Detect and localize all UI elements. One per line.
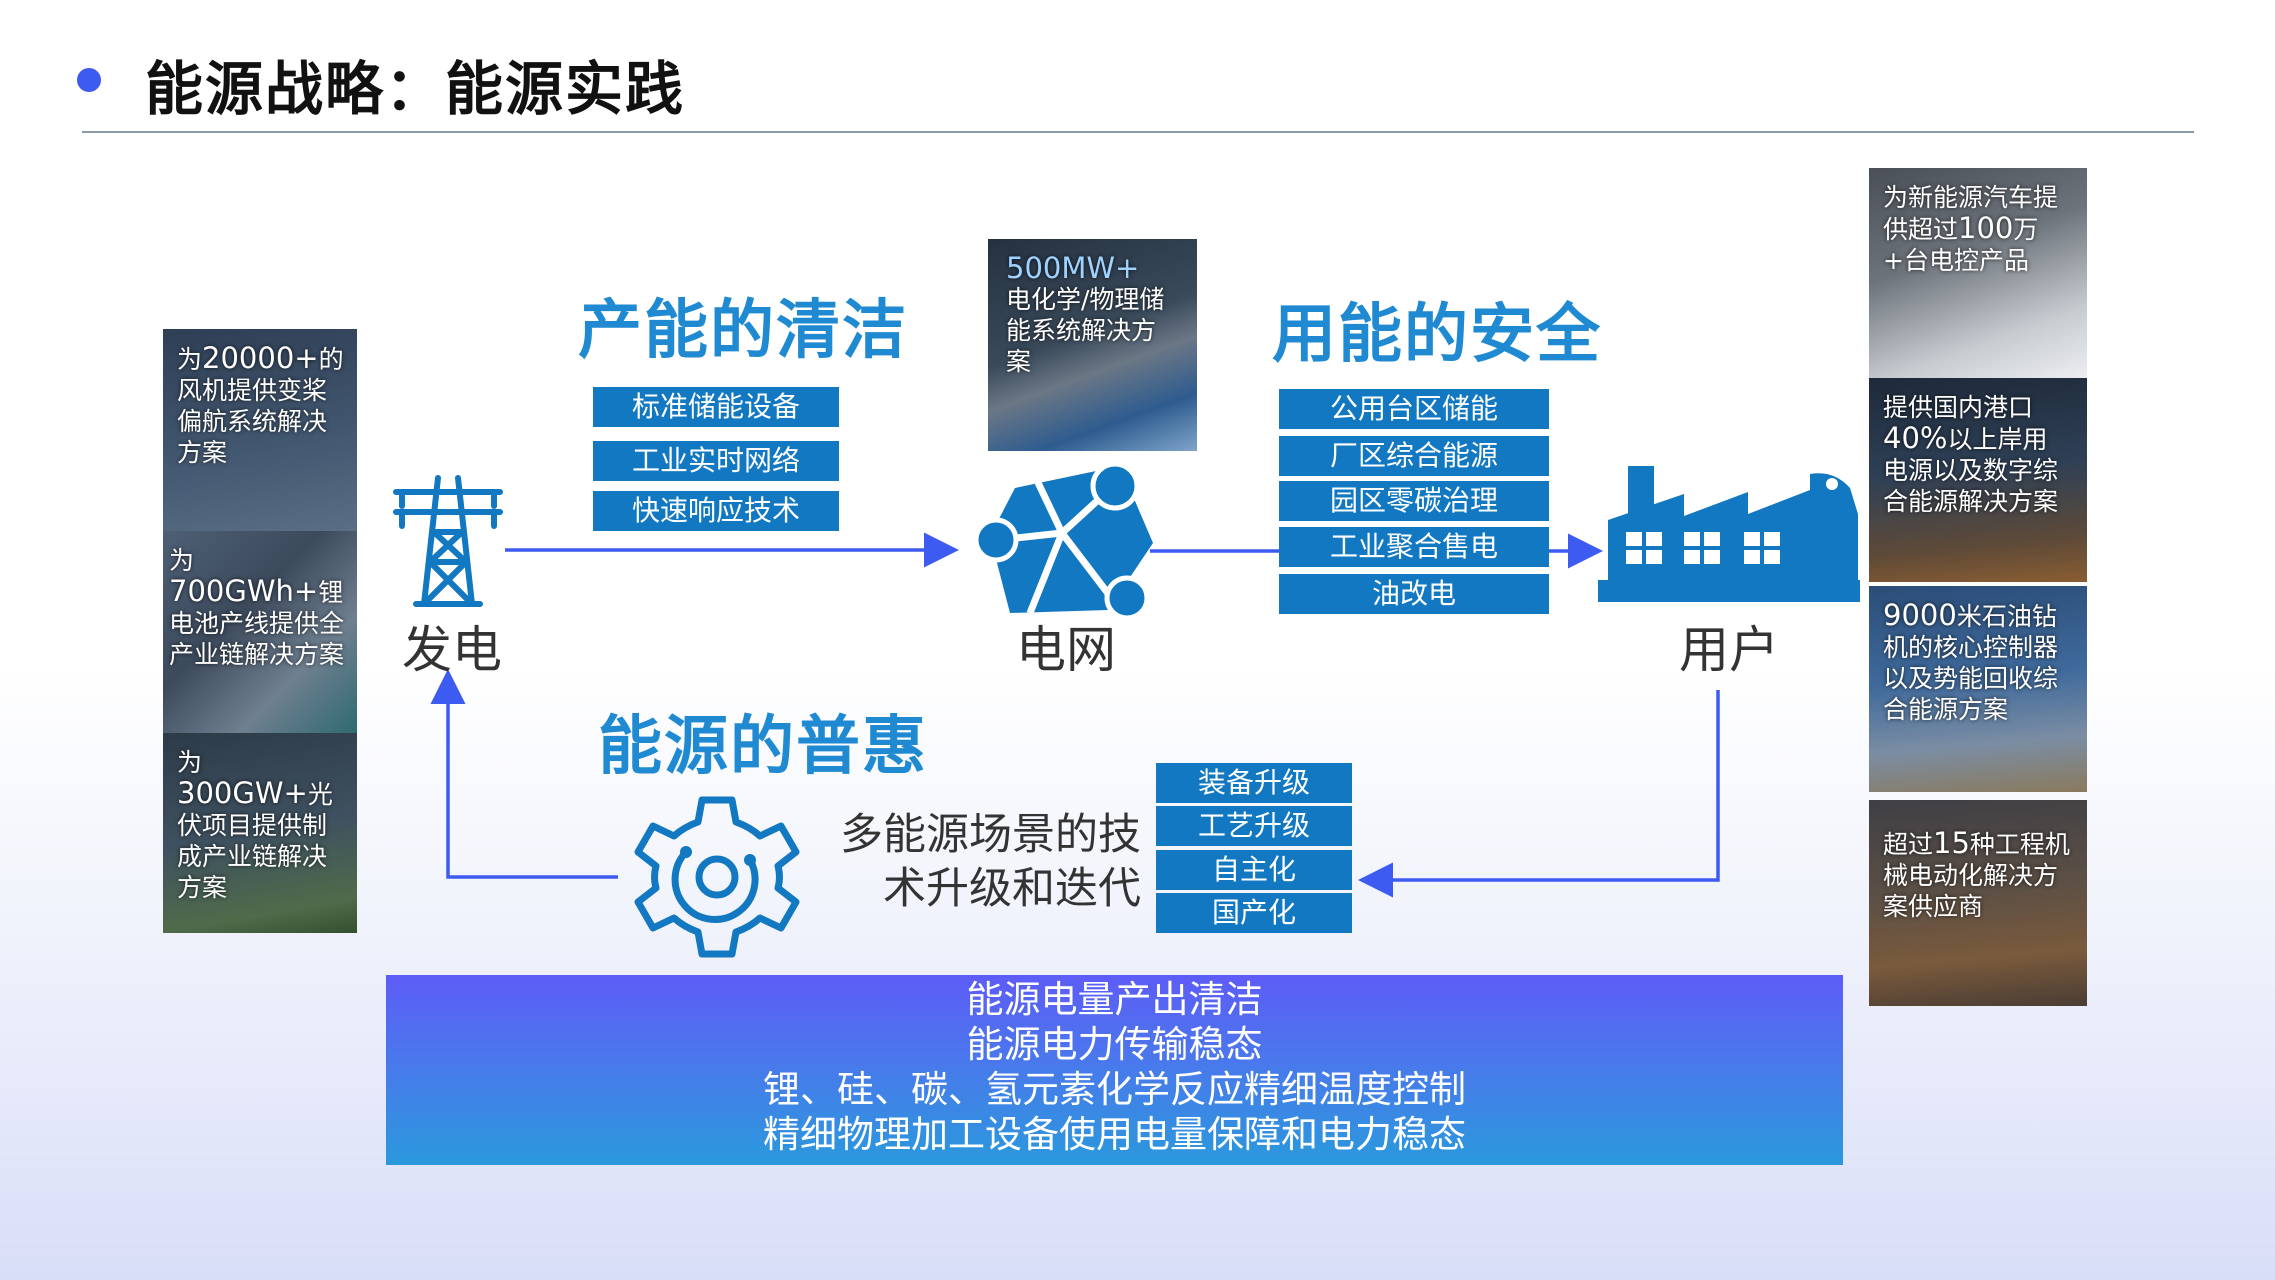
case-number: 20000+: [202, 341, 319, 375]
power-pylon-icon: [393, 475, 503, 607]
section-title-clean: 产能的清洁: [578, 294, 908, 368]
summary-line: 锂、硅、碳、氢元素化学反应精细温度控制: [763, 1068, 1466, 1111]
section-title-safe: 用能的安全: [1272, 298, 1602, 372]
power-grid-icon: [973, 461, 1153, 621]
tag-safe: 工业聚合售电: [1279, 527, 1549, 567]
case-wind-turbine: 为20000+的风机提供变桨偏航系统解决方案: [163, 329, 357, 531]
tag-clean: 标准储能设备: [593, 387, 839, 427]
case-prefix: 为: [177, 748, 203, 777]
upgrade-description-line: 术升级和迭代: [883, 864, 1141, 914]
case-text: 万+台电控产品: [1883, 215, 2039, 275]
section-title-inclusive: 能源的普惠: [598, 710, 928, 784]
title-bullet: [77, 68, 101, 92]
case-text: 种工程机械电动化解决方案供应商: [1883, 830, 2070, 921]
case-number: 15: [1933, 826, 1970, 860]
case-new-energy-vehicle: 为新能源汽车提供超过100万+台电控产品: [1869, 168, 2087, 378]
upgrade-description: 多能源场景的技 术升级和迭代: [826, 808, 1141, 916]
summary-line: 能源电力传输稳态: [966, 1023, 1263, 1066]
case-engineering-machinery: 超过15种工程机械电动化解决方案供应商: [1869, 800, 2087, 1006]
tag-safe: 公用台区储能: [1279, 389, 1549, 429]
case-text: 以上岸用电源以及数字综合能源解决方案: [1883, 425, 2059, 516]
node-user-label: 用户: [1679, 621, 1779, 679]
case-photovoltaic: 为300GW+光伏项目提供制成产业链解决方案: [163, 733, 357, 933]
summary-line: 能源电量产出清洁: [966, 978, 1263, 1021]
case-lithium-battery: 为700GWh+锂电池产线提供全产业链解决方案: [163, 531, 357, 733]
tag-clean: 快速响应技术: [593, 491, 839, 531]
case-text: 的风机提供变桨偏航系统解决方案: [177, 345, 344, 467]
case-prefix: 为新能源汽车提供超过: [1883, 183, 2059, 244]
upgrade-description-line: 多能源场景的技: [840, 810, 1141, 860]
arrow-upgrade-to-generation: [430, 669, 618, 879]
summary-box: 能源电量产出清洁 能源电力传输稳态 锂、硅、碳、氢元素化学反应精细温度控制 精细…: [386, 975, 1843, 1165]
tag-clean: 工业实时网络: [593, 441, 839, 481]
tag-safe: 园区零碳治理: [1279, 481, 1549, 521]
tag-safe: 油改电: [1279, 574, 1549, 614]
case-number: 100: [1958, 211, 2014, 245]
title-divider: [82, 131, 2194, 133]
case-prefix: 为: [169, 546, 195, 575]
node-grid-label: 电网: [1016, 621, 1116, 679]
summary-line: 精细物理加工设备使用电量保障和电力稳态: [763, 1113, 1466, 1156]
case-prefix: 为: [177, 345, 203, 374]
page-title: 能源战略：能源实践: [145, 55, 686, 123]
tag-inclusive: 自主化: [1156, 850, 1352, 890]
case-number: 300GW+: [177, 776, 308, 810]
arrow-user-to-upgrade: [1358, 690, 1720, 898]
tag-safe: 厂区综合能源: [1279, 436, 1549, 476]
case-text: 光伏项目提供制成产业链解决方案: [177, 780, 333, 902]
case-text: 米石油钻机的核心控制器以及势能回收综合能源方案: [1883, 602, 2059, 724]
tag-inclusive: 工艺升级: [1156, 806, 1352, 846]
gear-icon: [634, 796, 800, 958]
factory-icon: [1598, 466, 1860, 602]
node-generation-label: 发电: [402, 621, 502, 679]
case-energy-storage: 500MW+ 电化学/物理储能系统解决方案: [988, 239, 1197, 451]
case-oil-drilling: 9000米石油钻机的核心控制器以及势能回收综合能源方案: [1869, 586, 2087, 792]
case-prefix: 提供国内港口: [1883, 393, 2034, 422]
tag-inclusive: 装备升级: [1156, 763, 1352, 803]
case-text: 锂电池产线提供全产业链解决方案: [169, 578, 345, 669]
case-number: 40%: [1883, 421, 1948, 455]
case-text: 电化学/物理储能系统解决方案: [1006, 285, 1165, 376]
case-number: 9000: [1883, 598, 1957, 632]
case-number: 700GWh+: [169, 574, 319, 608]
case-port-power: 提供国内港口40%以上岸用电源以及数字综合能源解决方案: [1869, 378, 2087, 582]
tag-inclusive: 国产化: [1156, 893, 1352, 933]
case-number: 500MW+: [1006, 251, 1140, 285]
case-prefix: 超过: [1883, 830, 1934, 859]
